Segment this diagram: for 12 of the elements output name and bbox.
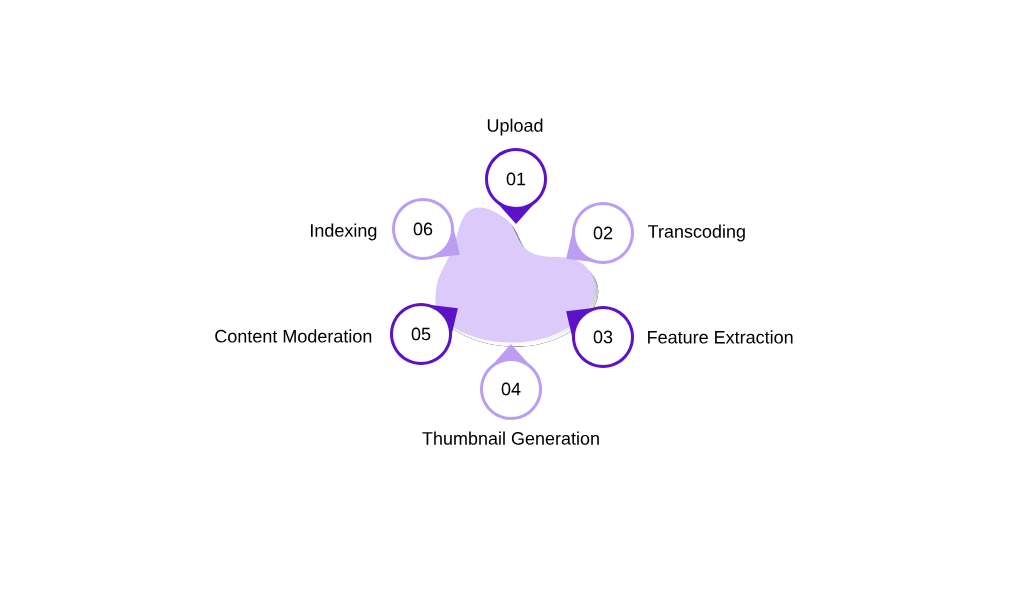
step-label: Indexing <box>311 223 377 241</box>
step-label: Feature Extraction <box>648 330 793 344</box>
map-pin: 01 <box>485 148 547 224</box>
step-label: Upload <box>487 118 543 136</box>
step-label: Transcoding <box>648 224 745 242</box>
step-label: Content Moderation <box>215 329 372 343</box>
map-pin: 06 <box>392 198 460 260</box>
map-pin: 05 <box>390 303 458 365</box>
step-label: Thumbnail Generation <box>422 431 599 445</box>
map-pin: 03 <box>566 306 634 368</box>
map-pin: 04 <box>480 344 542 420</box>
map-pin: 02 <box>566 202 634 264</box>
